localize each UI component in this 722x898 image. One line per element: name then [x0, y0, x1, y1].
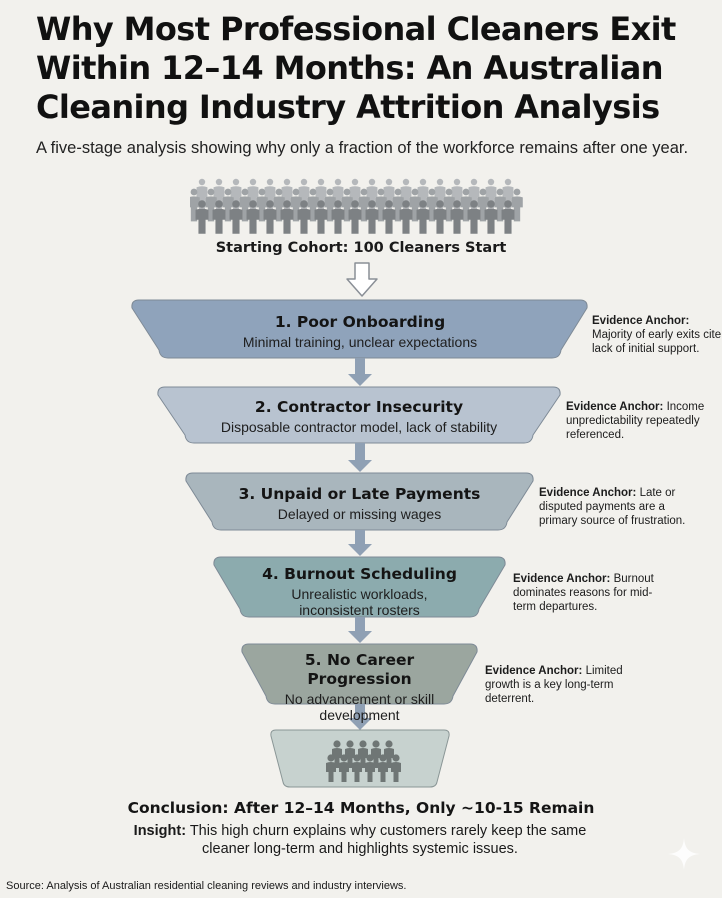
page-title: Why Most Professional Cleaners Exit With…	[36, 10, 676, 126]
stage-title: 5. No Career Progression	[304, 651, 415, 688]
stage-description: Unrealistic workloads, inconsistent rost…	[291, 586, 428, 618]
down-arrow-icon	[346, 262, 378, 297]
stage-connector-arrow-icon	[348, 530, 372, 556]
stage-connector-arrow-icon	[348, 358, 372, 386]
evidence-anchor: Evidence Anchor: Burnout dominates reaso…	[513, 572, 673, 614]
evidence-anchor-label: Evidence Anchor:	[485, 665, 583, 677]
insight-text: Insight: This high churn explains why cu…	[110, 822, 610, 858]
stage-description: Minimal training, unclear expectations	[242, 334, 478, 350]
sparkle-icon	[668, 838, 700, 870]
stage-description: Delayed or missing wages	[277, 506, 442, 522]
stage-title: 3. Unpaid or Late Payments	[238, 485, 481, 503]
evidence-anchor-label: Evidence Anchor:	[592, 315, 690, 327]
stage-title: 4. Burnout Scheduling	[262, 565, 457, 583]
stage-connector-arrow-icon	[348, 617, 372, 643]
stage-connector-arrow-icon	[348, 443, 372, 472]
evidence-anchor: Evidence Anchor: Majority of early exits…	[592, 314, 722, 356]
evidence-anchor: Evidence Anchor: Income unpredictability…	[566, 400, 716, 442]
evidence-anchor-label: Evidence Anchor:	[566, 401, 664, 413]
stage-description: No advancement or skill development	[284, 691, 435, 723]
starting-cohort-label: Starting Cohort: 100 Cleaners Start	[215, 240, 507, 256]
conclusion-text: Conclusion: After 12–14 Months, Only ~10…	[127, 799, 595, 817]
evidence-anchor-text: Limited growth is a key long-term deterr…	[485, 665, 623, 705]
evidence-anchor-text: Majority of early exits cite lack of ini…	[592, 329, 722, 355]
source-note: Source: Analysis of Australian residenti…	[6, 880, 407, 892]
people-group-icon	[326, 740, 401, 782]
people-crowd-icon	[190, 178, 523, 234]
evidence-anchor: Evidence Anchor: Late or disputed paymen…	[539, 486, 699, 528]
evidence-anchor-text: Burnout dominates reasons for mid-term d…	[513, 573, 654, 613]
stage-description: Disposable contractor model, lack of sta…	[220, 419, 498, 435]
insight-body: This high churn explains why customers r…	[189, 823, 587, 857]
evidence-anchor-label: Evidence Anchor:	[539, 487, 637, 499]
stage-title: 1. Poor Onboarding	[274, 313, 446, 331]
evidence-anchor: Evidence Anchor: Limited growth is a key…	[485, 664, 645, 706]
evidence-anchor-text: Income unpredictability repeatedly refer…	[566, 401, 705, 441]
stage-title: 2. Contractor Insecurity	[254, 398, 464, 416]
page-subtitle: A five-stage analysis showing why only a…	[36, 139, 689, 157]
evidence-anchor-text: Late or disputed payments are a primary …	[539, 487, 686, 527]
evidence-anchor-label: Evidence Anchor:	[513, 573, 611, 585]
stage-connector-arrow-icon	[348, 704, 372, 730]
insight-label: Insight:	[133, 823, 187, 839]
